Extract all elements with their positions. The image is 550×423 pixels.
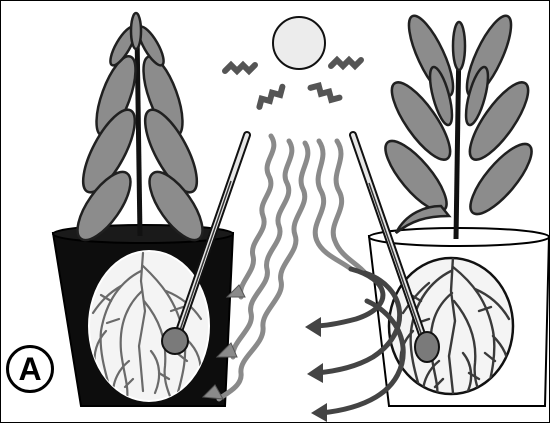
plant-icon [68,13,212,248]
panel-label: A [6,345,54,393]
reflected-light-rays [315,141,365,273]
left-pot-black [53,13,247,406]
reflected-arrowheads [305,317,327,422]
plant-icon [376,11,541,239]
sun-icon [273,17,325,69]
